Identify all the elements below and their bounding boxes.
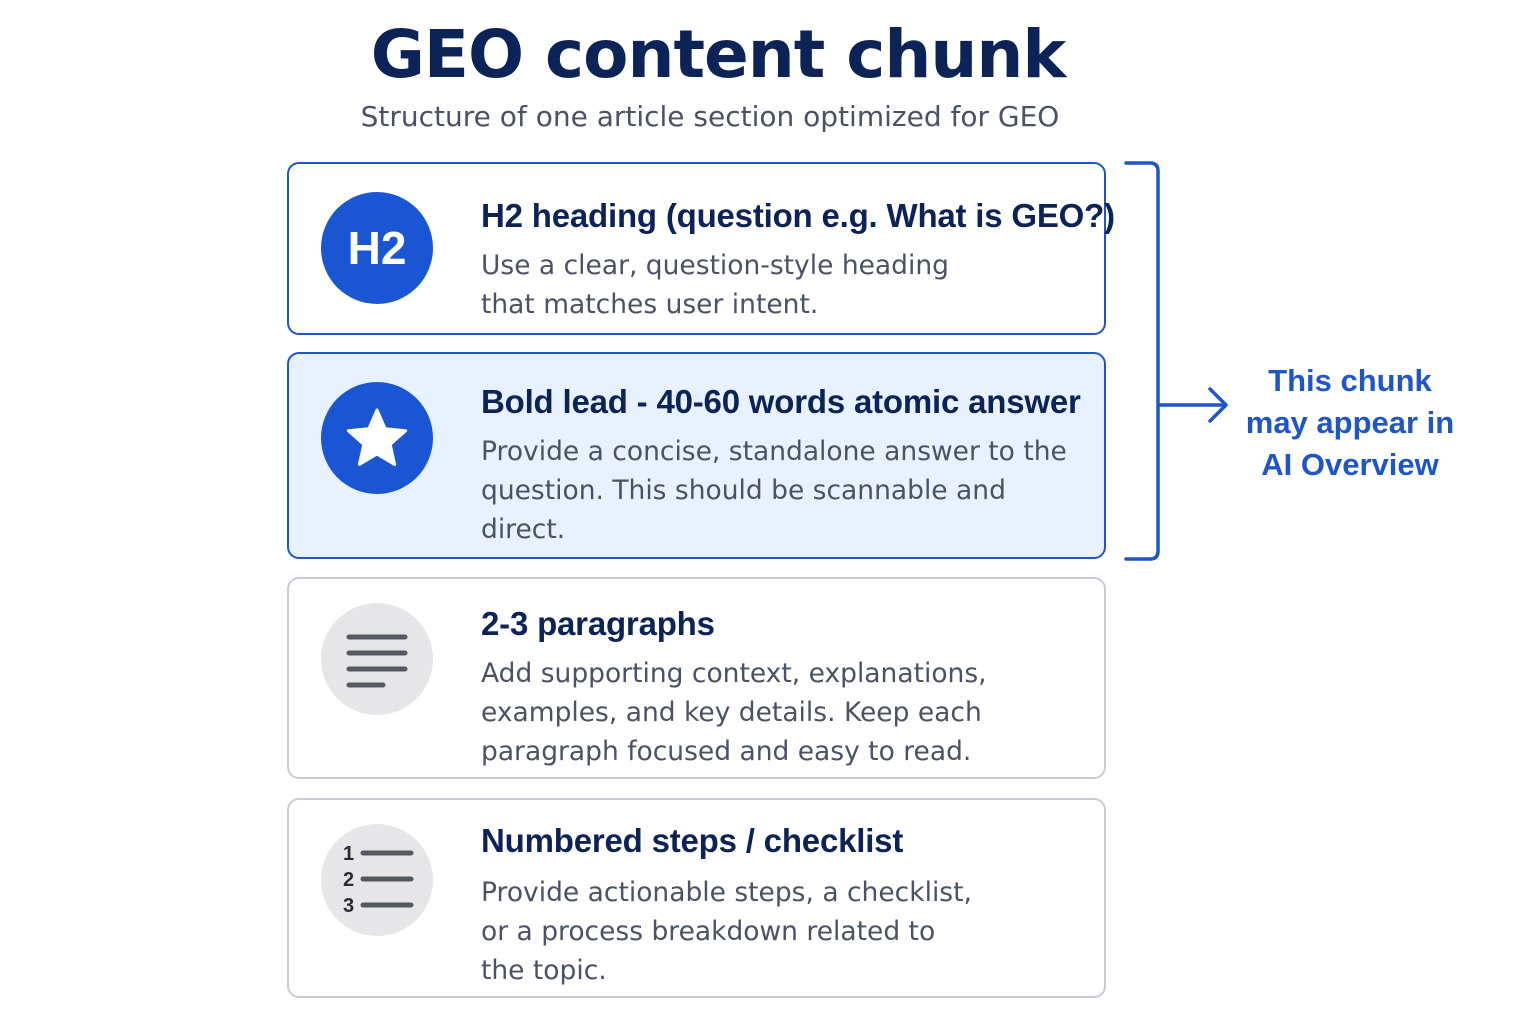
diagram-subtitle: Structure of one article section optimiz…: [360, 100, 1060, 133]
list-number-1: 1: [343, 843, 354, 865]
bracket-arrow: [1124, 161, 1228, 561]
ai-overview-callout: This chunk may appear in AI Overview: [1245, 363, 1455, 482]
card-title: H2 heading (question e.g. What is GEO?): [481, 197, 1115, 234]
card-numbered-steps: 1 2 3 Numbered steps / checklist Provide…: [287, 798, 1106, 998]
card-description: Provide actionable steps, a checklist, o…: [481, 877, 972, 986]
card-description: Add supporting context, explanations, ex…: [481, 658, 987, 767]
card-title: 2-3 paragraphs: [481, 605, 715, 642]
list-number-2: 2: [343, 869, 354, 891]
h2-badge-label: H2: [347, 222, 407, 274]
card-title: Numbered steps / checklist: [481, 822, 904, 859]
paragraph-lines-icon: [321, 603, 433, 715]
list-number-3: 3: [343, 895, 354, 917]
card-h2-heading: H2 H2 heading (question e.g. What is GEO…: [287, 162, 1115, 335]
card-title: Bold lead - 40-60 words atomic answer: [481, 383, 1081, 420]
card-paragraphs: 2-3 paragraphs Add supporting context, e…: [287, 577, 1106, 779]
numbered-list-icon: 1 2 3: [321, 824, 433, 936]
diagram-title: GEO content chunk: [370, 16, 1067, 93]
card-description: Use a clear, question-style heading that…: [481, 250, 949, 320]
star-icon: [321, 382, 433, 494]
card-description: Provide a concise, standalone answer to …: [481, 436, 1067, 545]
h2-badge-icon: H2: [321, 192, 433, 304]
card-bold-lead: Bold lead - 40-60 words atomic answer Pr…: [287, 352, 1106, 559]
